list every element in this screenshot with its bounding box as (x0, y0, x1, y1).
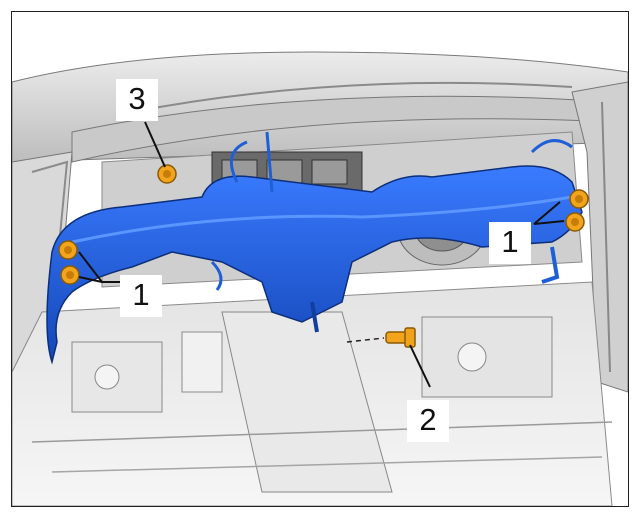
vehicle-illustration (12, 51, 628, 506)
bolt-leader-dashed (346, 337, 385, 343)
diagram-frame: 3 1 1 2 (11, 11, 629, 507)
nut-icon (58, 240, 78, 260)
body-shell (12, 51, 628, 163)
callout-1-left: 1 (120, 275, 162, 317)
callout-3: 3 (116, 79, 158, 121)
leader-lines (78, 121, 565, 388)
right-pillar (571, 81, 628, 393)
nut-icon (157, 164, 177, 184)
floor-pan (12, 281, 613, 506)
cross-member (46, 131, 583, 365)
nut-icon (60, 265, 80, 285)
nut-icon (565, 212, 585, 232)
nut-icon (569, 189, 589, 209)
bolt-icon (385, 327, 416, 348)
callout-2: 2 (407, 400, 449, 442)
callout-1-right: 1 (489, 222, 531, 264)
